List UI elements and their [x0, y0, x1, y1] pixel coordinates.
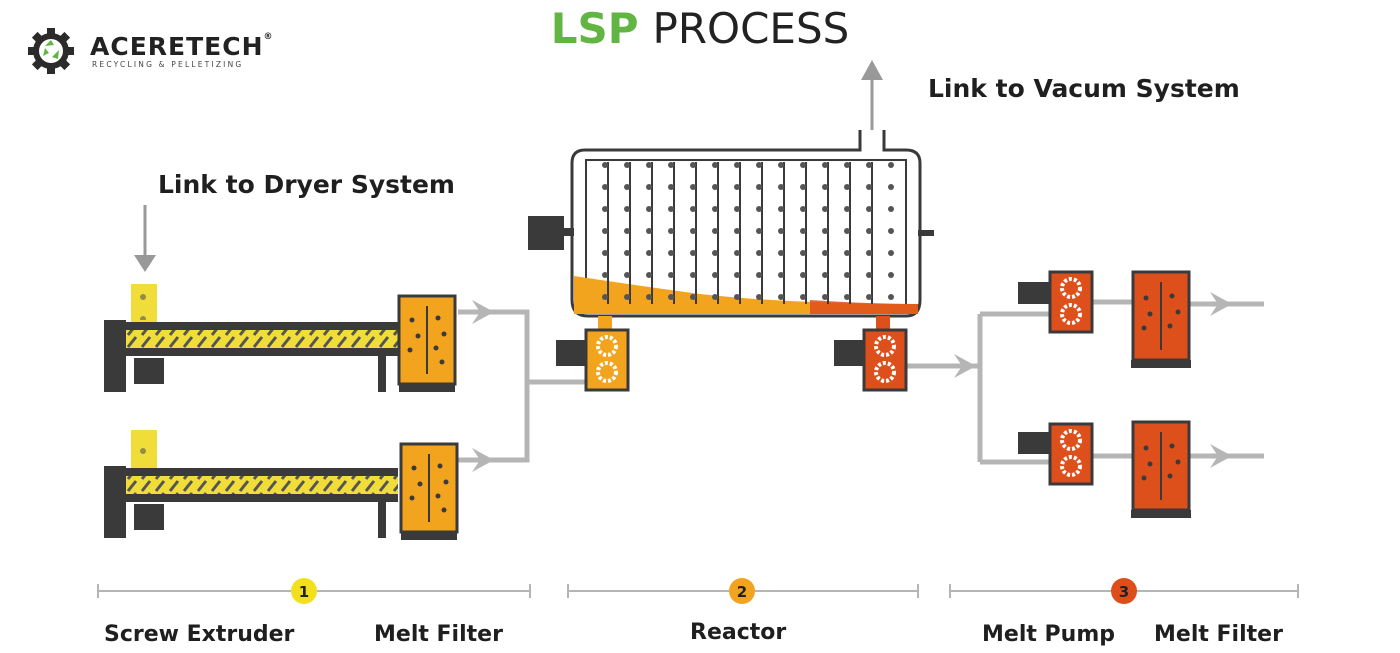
title-process: PROCESS — [652, 4, 850, 53]
step-marker-2 — [729, 578, 755, 604]
step-number-2: 2 — [737, 583, 747, 601]
dryer-link-label: Link to Dryer System — [158, 170, 455, 199]
step-number-1: 1 — [299, 583, 309, 601]
reactor-outlet-pump — [834, 328, 908, 392]
screw-extruder-1 — [104, 284, 457, 392]
label-melt-filter-1: Melt Filter — [374, 622, 503, 647]
brand-tagline: RECYCLING & PELLETIZING — [92, 60, 244, 69]
screw-extruder-2 — [104, 430, 459, 540]
label-melt-filter-2: Melt Filter — [1154, 622, 1283, 647]
label-screw-extruder: Screw Extruder — [104, 622, 295, 647]
flow-arrows — [472, 292, 1232, 472]
dryer-input-arrow — [134, 205, 156, 272]
melt-pump-1 — [1018, 270, 1094, 334]
label-reactor: Reactor — [690, 620, 787, 645]
step-marker-1 — [291, 578, 317, 604]
page-title: LSP PROCESS — [0, 4, 1400, 53]
melt-filter-3a — [1131, 270, 1191, 368]
brand-name: ACERETECH® — [90, 32, 274, 61]
reactor-vessel — [528, 130, 934, 330]
title-lsp: LSP — [550, 4, 639, 53]
step-marker-3 — [1111, 578, 1137, 604]
label-melt-pump: Melt Pump — [982, 622, 1115, 647]
vacuum-outlet-arrow — [861, 60, 883, 130]
melt-filter-3b — [1131, 420, 1191, 518]
reactor-inlet-pump — [556, 328, 630, 392]
recycling-gear-icon — [28, 28, 74, 74]
melt-pump-2 — [1018, 422, 1094, 486]
step-number-3: 3 — [1119, 583, 1129, 601]
vacuum-link-label: Link to Vacum System — [928, 74, 1240, 103]
